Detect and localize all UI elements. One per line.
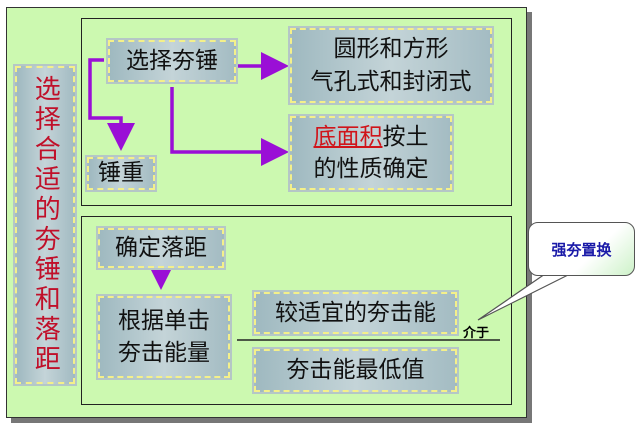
minimum-energy-box: 夯击能最低值 bbox=[252, 347, 459, 394]
base-area-box: 底面积按土 的性质确定 bbox=[288, 114, 454, 192]
shape-box: 圆形和方形 气孔式和封闭式 bbox=[288, 26, 494, 105]
callout-tail bbox=[477, 273, 571, 321]
base-line2: 的性质确定 bbox=[313, 156, 429, 182]
energy-line2: 夯击能量 bbox=[118, 340, 210, 366]
callout-replacement: 强夯置换 bbox=[528, 222, 635, 276]
weight-box: 锤重 bbox=[85, 155, 157, 192]
select-hammer-box: 选择夯锤 bbox=[106, 38, 238, 84]
energy-box: 根据单击 夯击能量 bbox=[96, 294, 232, 380]
base-area-highlight: 底面积 bbox=[313, 123, 383, 150]
arrow-to-base bbox=[170, 87, 289, 166]
energy-line1: 根据单击 bbox=[118, 307, 210, 334]
arrow-to-weight bbox=[88, 58, 135, 151]
shape-line2: 气孔式和封闭式 bbox=[310, 68, 472, 95]
title-box: 选择合适的夯锤和落距 bbox=[13, 64, 77, 386]
drop-box: 确定落距 bbox=[96, 226, 226, 270]
shape-line1: 圆形和方形 bbox=[333, 36, 449, 63]
between-label: 介于 bbox=[463, 326, 490, 341]
base-rest: 按土 bbox=[382, 123, 429, 150]
suitable-energy-box: 较适宜的夯击能 bbox=[252, 290, 459, 336]
